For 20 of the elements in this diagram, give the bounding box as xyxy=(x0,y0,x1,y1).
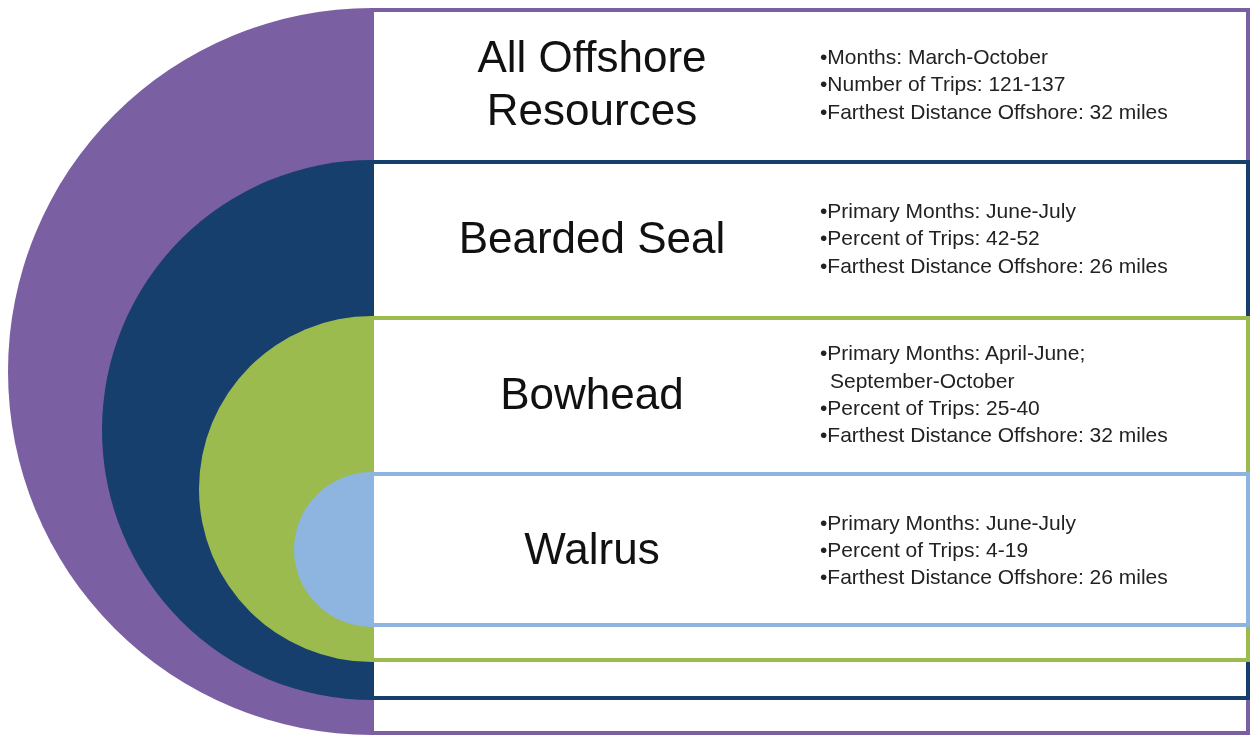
nested-band xyxy=(294,472,1250,627)
bullet-item: •Farthest Distance Offshore: 32 miles xyxy=(820,422,1169,449)
band-heading: Bowhead xyxy=(500,367,684,420)
nested-band xyxy=(199,316,1250,662)
bullet-item: •Primary Months: June-July xyxy=(820,198,1077,225)
bullet-item: •Farthest Distance Offshore: 26 miles xyxy=(820,564,1169,591)
bullet-item: •Primary Months: April-June; September-October xyxy=(820,340,1087,394)
bullet-item: •Farthest Distance Offshore: 32 miles xyxy=(820,98,1169,125)
bullet-item: •Primary Months: June-July xyxy=(820,509,1077,536)
bullet-item: •Number of Trips: 121-137 xyxy=(820,71,1067,98)
band-heading: Bearded Seal xyxy=(458,211,726,264)
bullet-item: •Percent of Trips: 42-52 xyxy=(820,225,1041,252)
nested-band xyxy=(8,8,1250,735)
bullet-item: •Percent of Trips: 25-40 xyxy=(820,395,1041,421)
bullet-item: •Months: March-October xyxy=(820,44,1049,71)
band-heading: Walrus xyxy=(524,523,660,576)
nested-band xyxy=(102,160,1250,700)
bullet-item: •Farthest Distance Offshore: 26 miles xyxy=(820,252,1169,279)
bullet-item: •Percent of Trips: 4-19 xyxy=(820,536,1030,563)
band-heading: All Offshore Resources xyxy=(476,31,708,136)
